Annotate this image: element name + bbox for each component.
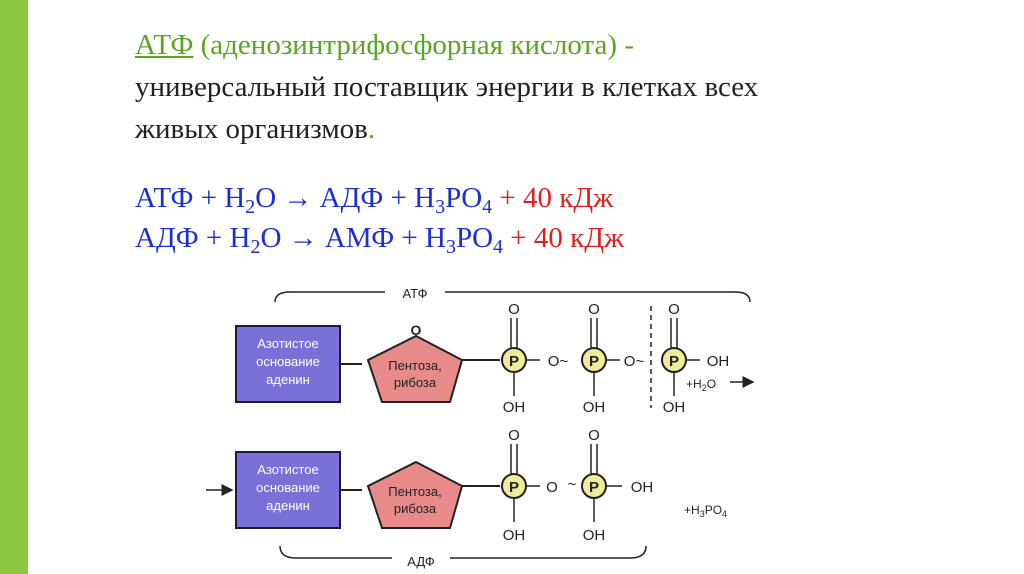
intro-line-3: живых организмов. bbox=[135, 108, 915, 150]
eq1-energy: + 40 кДж bbox=[492, 182, 614, 214]
adf-molecule: Азотистое основание аденин Пентоза, рибо… bbox=[206, 427, 727, 544]
phosphate-released-label: +H3PO4 bbox=[684, 503, 727, 519]
adf-sugar-line-2: рибоза bbox=[394, 501, 437, 516]
atf-p2-symbol: P bbox=[589, 353, 599, 370]
atf-p3-symbol: P bbox=[669, 353, 679, 370]
atf-sugar-line-1: Пентоза, bbox=[388, 358, 441, 373]
intro-line-2: универсальный поставщик энергии в клетка… bbox=[135, 71, 759, 103]
eq2-po: PO bbox=[455, 222, 494, 254]
adf-p1-oh: OH bbox=[503, 527, 526, 544]
adf-pentose bbox=[366, 460, 464, 529]
intro-period: . bbox=[367, 113, 376, 145]
atf-molecule: Азотистое основание аденин O Пентоза, ри… bbox=[235, 301, 755, 416]
atf-bracket bbox=[274, 291, 751, 303]
adf-base-line-2: основание bbox=[256, 480, 320, 495]
atf-bond-1: O~ bbox=[548, 353, 569, 370]
adf-p2-oh-right: OH bbox=[631, 479, 654, 496]
atf-pentose bbox=[366, 334, 464, 403]
eq1-po: PO bbox=[445, 182, 483, 214]
water-added-label: +H2O bbox=[686, 377, 716, 393]
adf-bond-tilde: ~ bbox=[568, 476, 577, 493]
adf-p2-symbol: P bbox=[589, 479, 599, 496]
atf-p3-oh-right: OH bbox=[707, 353, 730, 370]
eq1-sub-3: 3 bbox=[435, 196, 446, 218]
atf-p1-oh: OH bbox=[503, 399, 526, 416]
eq2-mid: O → АМФ + H bbox=[260, 222, 446, 254]
atf-p2-oh: OH bbox=[583, 399, 606, 416]
intro-line-3-text: живых организмов bbox=[135, 113, 368, 145]
intro-line-1: АТФ (аденозинтрифосфорная кислота) - bbox=[135, 24, 915, 66]
adf-bond-o: O bbox=[546, 479, 558, 496]
adf-p2-o-top: O bbox=[588, 427, 600, 444]
atf-base-line-2: основание bbox=[256, 354, 320, 369]
atf-base-line-3: аденин bbox=[266, 372, 310, 387]
atf-structure-diagram: АТФ Азотистое основание аденин O Пентоза… bbox=[206, 286, 755, 569]
atf-p1-symbol: P bbox=[509, 353, 519, 370]
adf-p1-o-top: O bbox=[508, 427, 520, 444]
eq2-sub-2: 2 bbox=[250, 236, 261, 258]
eq1-mid: O → АДФ + H bbox=[255, 182, 436, 214]
equation-adf-hydrolysis: АДФ + H2O → АМФ + H3PO4 + 40 кДж bbox=[135, 222, 625, 258]
intro-paragraph: АТФ (аденозинтрифосфорная кислота) - уни… bbox=[135, 24, 915, 150]
atf-bond-2: O~ bbox=[624, 353, 645, 370]
eq1-sub-4: 4 bbox=[482, 196, 493, 218]
equation-atf-hydrolysis: АТФ + H2O → АДФ + H3PO4 + 40 кДж bbox=[135, 182, 614, 218]
atf-sugar-line-2: рибоза bbox=[394, 375, 437, 390]
eq2-energy: + 40 кДж bbox=[503, 222, 625, 254]
atf-p2-o-top: O bbox=[588, 301, 600, 318]
eq2-lhs: АДФ + H bbox=[135, 222, 251, 254]
adf-bracket-label: АДФ bbox=[407, 554, 435, 569]
atf-full-name: (аденозинтрифосфорная кислота) - bbox=[200, 29, 634, 61]
adf-sugar-line-1: Пентоза, bbox=[388, 484, 441, 499]
atf-ring-oxygen: O bbox=[411, 322, 422, 338]
atf-abbreviation: АТФ bbox=[135, 29, 194, 61]
adf-base-line-3: аденин bbox=[266, 498, 310, 513]
atf-p3-oh: OH bbox=[663, 399, 686, 416]
adf-bracket bbox=[279, 545, 647, 559]
atf-base-line-1: Азотистое bbox=[257, 336, 318, 351]
eq2-sub-3: 3 bbox=[445, 236, 456, 258]
adf-p1-symbol: P bbox=[509, 479, 519, 496]
atf-p1-o-top: O bbox=[508, 301, 520, 318]
atf-bracket-label: АТФ bbox=[402, 286, 427, 301]
adf-p2-oh: OH bbox=[583, 527, 606, 544]
adf-base-line-1: Азотистое bbox=[257, 462, 318, 477]
atf-p3-o-top: O bbox=[668, 301, 680, 318]
eq1-lhs: АТФ + H bbox=[135, 182, 246, 214]
slide-accent-bar bbox=[0, 0, 28, 574]
eq2-sub-4: 4 bbox=[493, 236, 504, 258]
eq1-sub-2: 2 bbox=[245, 196, 256, 218]
